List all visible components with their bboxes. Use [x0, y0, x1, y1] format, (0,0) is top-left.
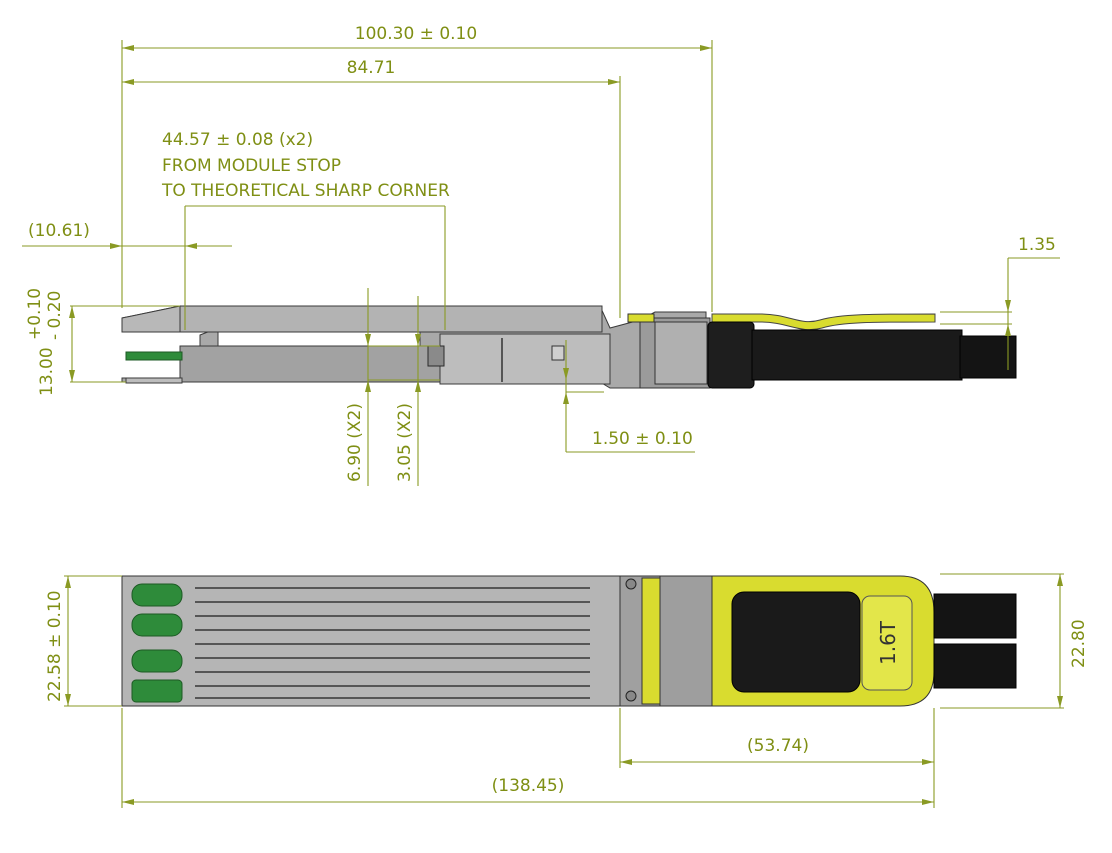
top-gray-block: [659, 575, 713, 707]
top-fins: [195, 587, 590, 699]
cable-boot: [751, 329, 963, 381]
pull-tab: [711, 313, 936, 331]
module-upper-shell: [179, 305, 603, 333]
bottom-rail: [125, 377, 183, 384]
dim-ref-offset: (10.61): [28, 221, 90, 241]
side-view: [121, 305, 1017, 389]
dim-step-height: 1.50 ± 0.10: [592, 429, 693, 449]
boot-window: [731, 591, 861, 693]
dim-length-to-stop: 84.71: [347, 58, 396, 78]
dim-boot-length: (53.74): [747, 736, 809, 756]
dim-latch-gap: 1.35: [1018, 235, 1056, 255]
top-view: 1.6T: [121, 575, 1017, 707]
dim-boot-width: 22.80: [1069, 619, 1089, 668]
note-cage-line3: TO THEORETICAL SHARP CORNER: [161, 181, 450, 201]
pcb-tab: [125, 351, 183, 361]
cable-lower: [933, 643, 1017, 689]
dim-height-tol-minus: - 0.20: [45, 291, 65, 340]
dim-total-length: (138.45): [492, 776, 565, 796]
dim-height-nominal: 13.00: [37, 347, 57, 396]
boot-label-plate: [861, 595, 913, 691]
latch-window: [439, 333, 611, 385]
dimension-labels: 100.30 ± 0.10 84.71 44.57 ± 0.08 (x2) FR…: [25, 24, 1089, 796]
latch-pin: [551, 345, 565, 361]
cable-end: [959, 335, 1017, 379]
dim-width: 22.58 ± 0.10: [45, 590, 65, 702]
front-block-face: [654, 321, 708, 385]
top-yellow-stripe: [641, 577, 661, 705]
pcb-contacts: [131, 583, 183, 703]
dim-overall-length: 100.30 ± 0.10: [355, 24, 477, 44]
dimension-lines: [22, 40, 1064, 808]
dim-b: 3.05 (X2): [395, 403, 415, 482]
dim-a: 6.90 (X2): [345, 403, 365, 482]
latch-tab: [427, 345, 445, 367]
boot-label: 1.6T: [876, 620, 900, 665]
screw-lower: [625, 690, 637, 702]
cable-upper: [933, 593, 1017, 639]
note-cage-line2: FROM MODULE STOP: [162, 156, 341, 176]
stop-clip: [627, 313, 655, 323]
dim-height-tol-plus: +0.10: [25, 288, 45, 340]
strain-relief: [707, 321, 755, 389]
module-nose: [121, 305, 181, 333]
screw-upper: [625, 578, 637, 590]
note-cage-line1: 44.57 ± 0.08 (x2): [162, 130, 313, 150]
